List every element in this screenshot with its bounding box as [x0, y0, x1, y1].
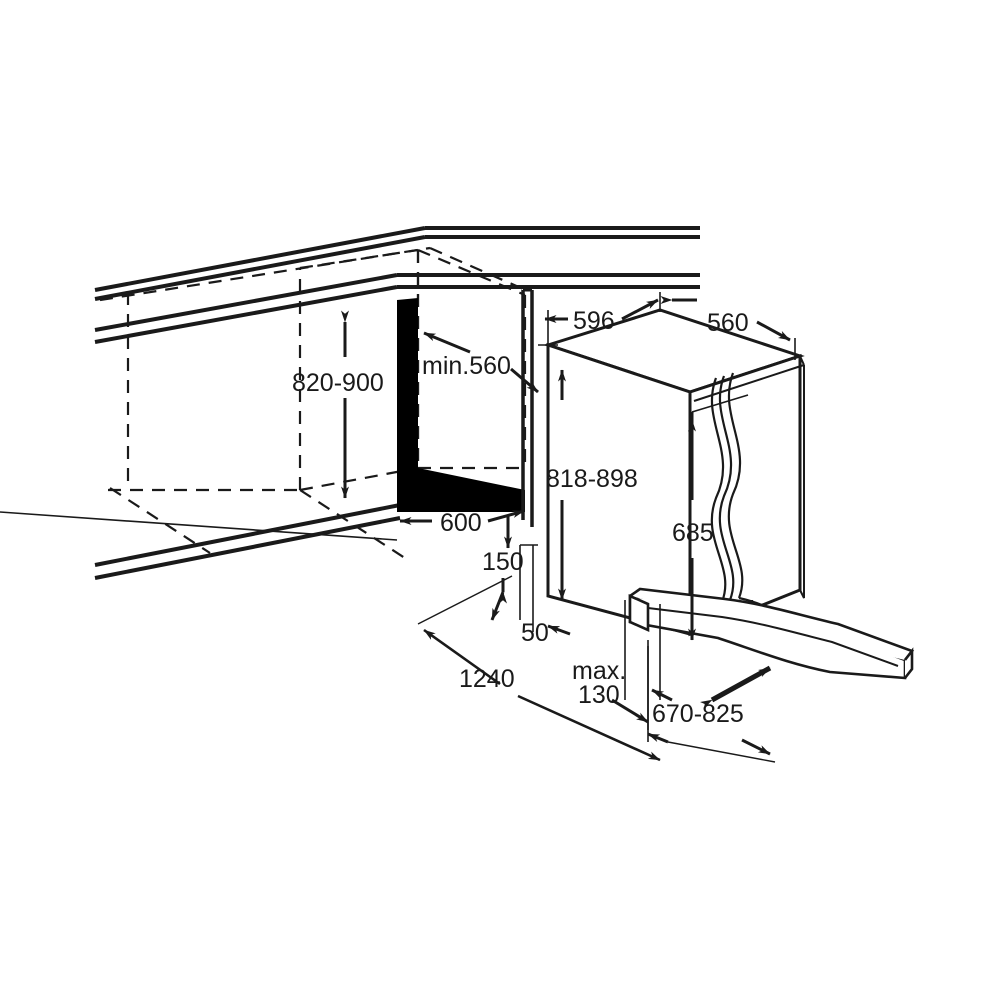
label-appliance-width: 596: [573, 307, 615, 335]
dim-niche-width: [0, 509, 525, 541]
dim-appliance-height: [538, 344, 566, 601]
label-appliance-height: 818-898: [546, 465, 638, 493]
label-niche-height: 820-900: [292, 369, 384, 397]
dim-appliance-depth: [660, 296, 796, 360]
dim-front-clearance: [417, 575, 661, 762]
label-niche-depth-min: min.560: [422, 352, 511, 380]
label-foot-clearance: 50: [521, 619, 549, 647]
appliance-body: [543, 308, 805, 637]
dim-door-width-range: [647, 604, 776, 763]
label-niche-width: 600: [440, 509, 482, 537]
label-plinth-height: 150: [482, 548, 524, 576]
label-appliance-depth: 560: [707, 309, 749, 337]
label-door-max-word: max.: [572, 657, 626, 685]
dim-appliance-width: [544, 292, 661, 347]
open-door-panel: [628, 587, 915, 680]
dim-plinth-height: [490, 516, 538, 621]
dim-foot-clearance: [532, 545, 571, 636]
door-swing-arrow: [699, 665, 772, 710]
cabinet-side-panel: [521, 288, 534, 527]
label-door-panel-height: 685: [672, 519, 714, 547]
dim-niche-depth-min: [423, 331, 539, 394]
label-door-width-range: 670-825: [652, 700, 744, 728]
dim-door-panel-height: [688, 394, 749, 641]
label-front-clearance: 1240: [459, 665, 515, 693]
niche-opening-solid: [397, 298, 525, 512]
label-door-max-value: 130: [578, 681, 620, 709]
